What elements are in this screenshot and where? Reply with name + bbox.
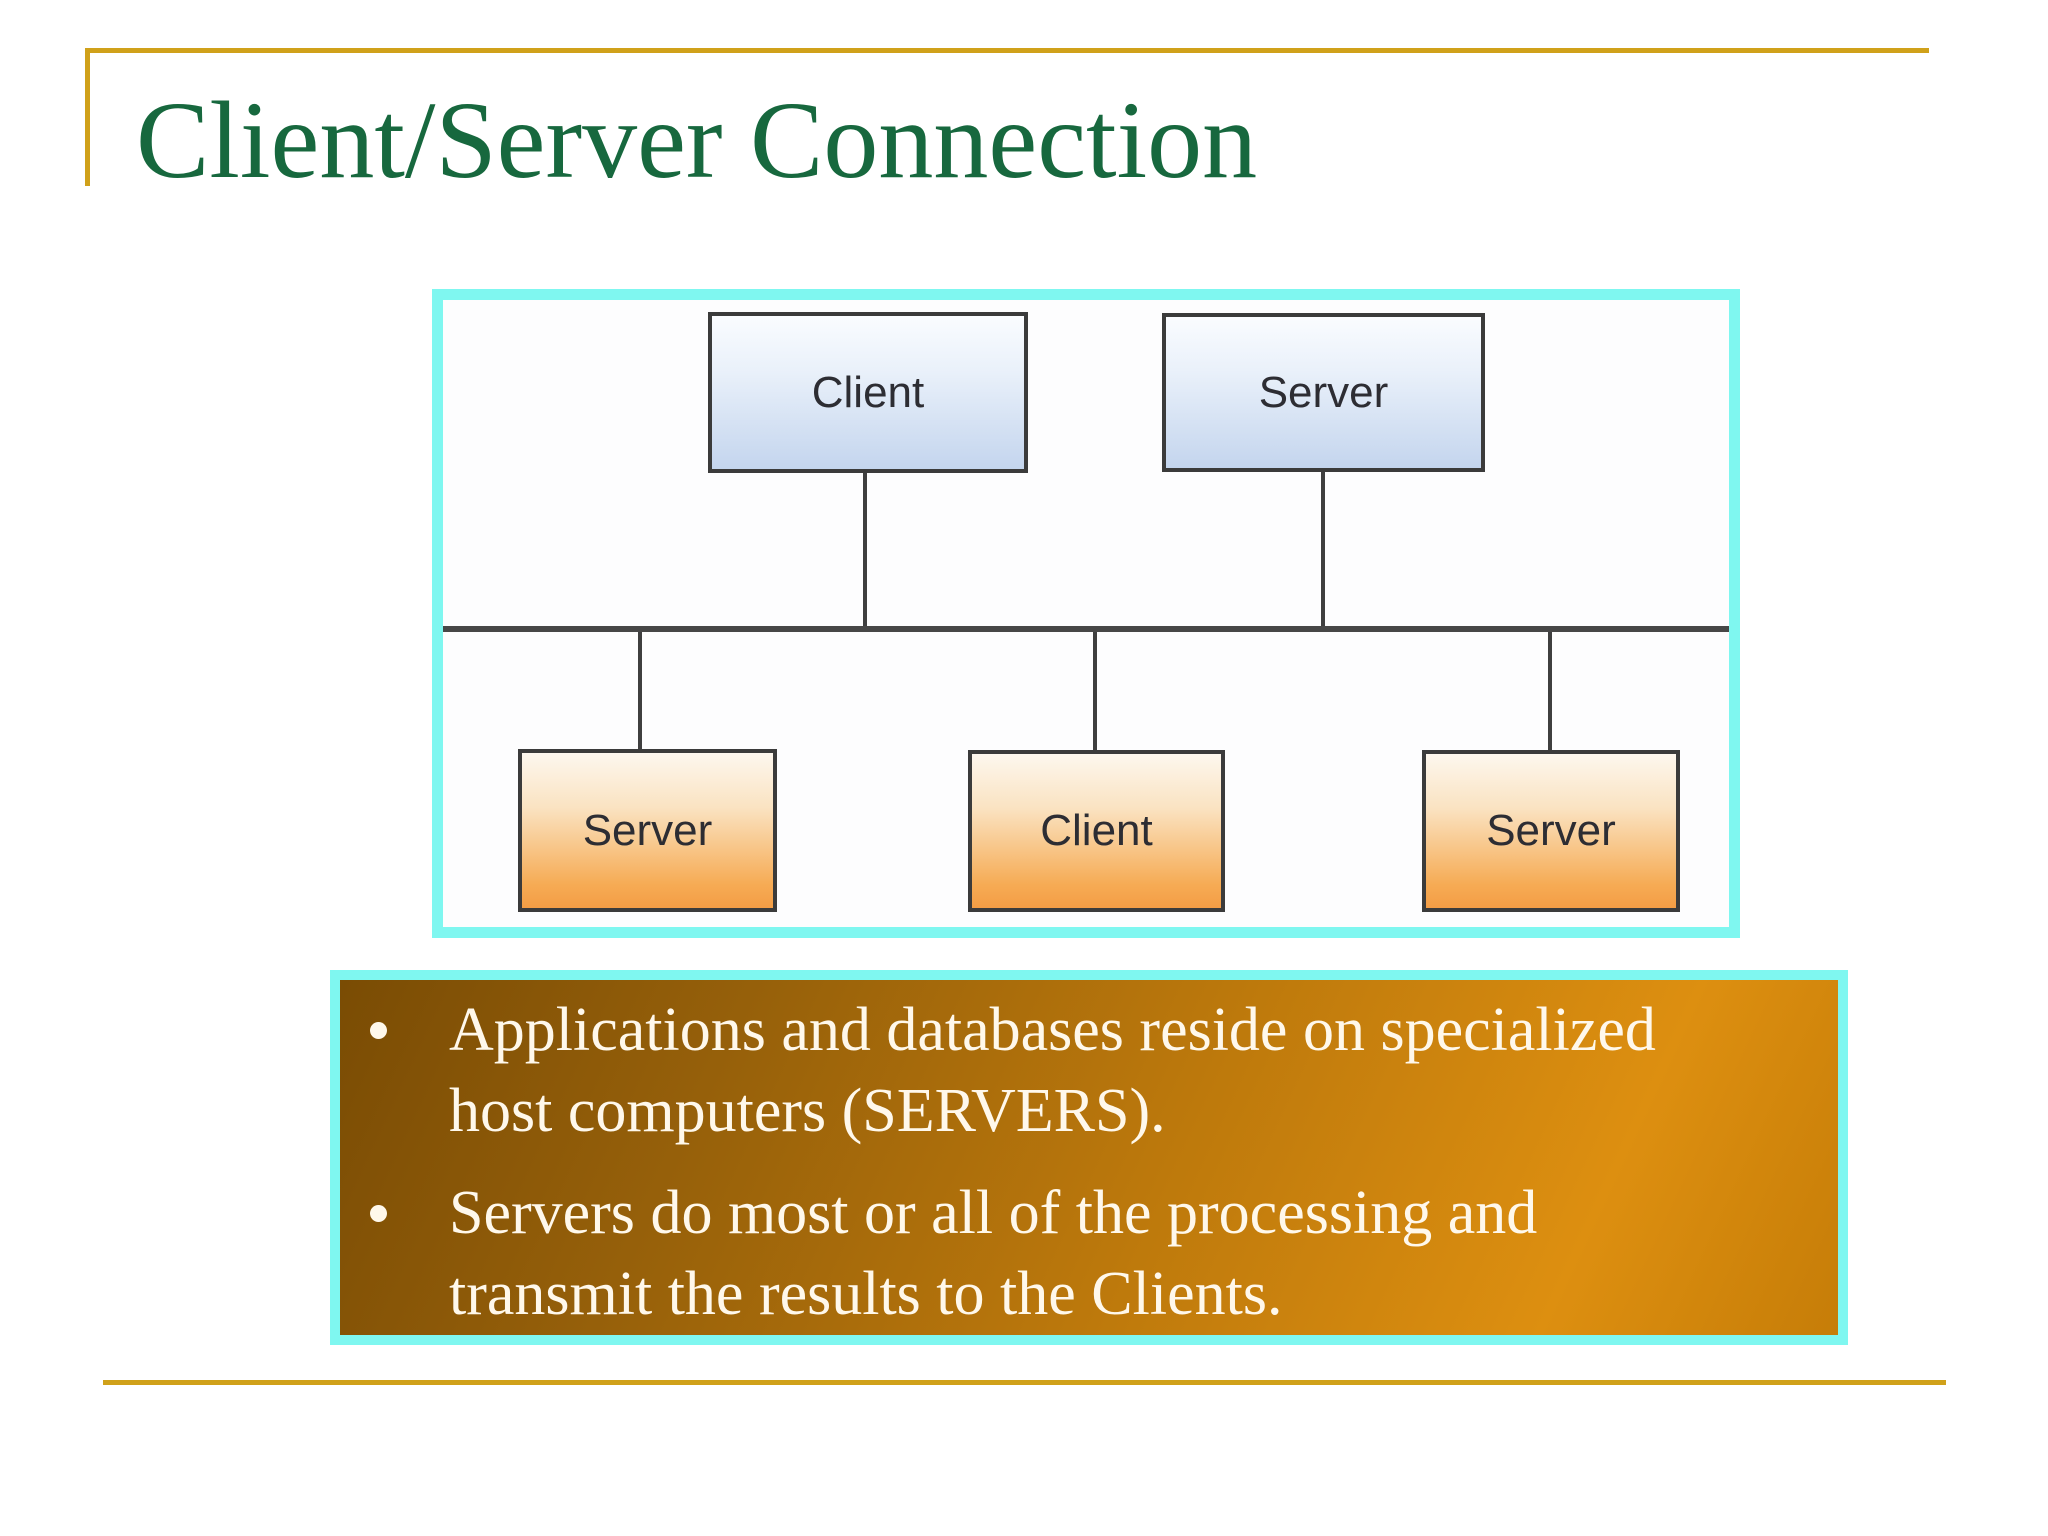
connector-client-top — [863, 473, 867, 626]
bullet-item: Applications and databases reside on spe… — [356, 990, 1818, 1151]
node-server-top: Server — [1162, 313, 1485, 472]
connector-server-top — [1321, 472, 1325, 626]
left-accent-rule — [85, 48, 90, 186]
node-label: Server — [1258, 367, 1389, 417]
network-diagram: Client Server Server Client Server — [432, 289, 1740, 938]
top-accent-rule — [85, 48, 1929, 53]
bullet-dot-icon — [370, 1205, 387, 1223]
bullet-panel: Applications and databases reside on spe… — [330, 970, 1848, 1345]
node-client-bottom: Client — [968, 750, 1225, 912]
connector-client-bottom — [1093, 632, 1097, 750]
bottom-accent-rule — [103, 1380, 1946, 1385]
node-label: Client — [811, 367, 925, 417]
bullet-list: Applications and databases reside on spe… — [340, 980, 1838, 1334]
bullet-item: Servers do most or all of the processing… — [356, 1173, 1818, 1334]
bullet-dot-icon — [370, 1022, 387, 1039]
node-server-bottom-left: Server — [518, 749, 777, 912]
node-label: Server — [1486, 806, 1616, 855]
node-label: Server — [582, 805, 713, 855]
node-client-top: Client — [708, 312, 1028, 473]
node-label: Client — [1040, 806, 1153, 855]
slide-title: Client/Server Connection — [136, 79, 1258, 201]
connector-server-bottom-right — [1548, 632, 1552, 750]
bus-line — [443, 626, 1729, 632]
bullet-text: Servers do most or all of the processing… — [449, 1179, 1538, 1328]
bullet-text: Applications and databases reside on spe… — [449, 996, 1656, 1145]
connector-server-bottom-left — [638, 632, 642, 749]
node-server-bottom-right: Server — [1422, 750, 1680, 912]
